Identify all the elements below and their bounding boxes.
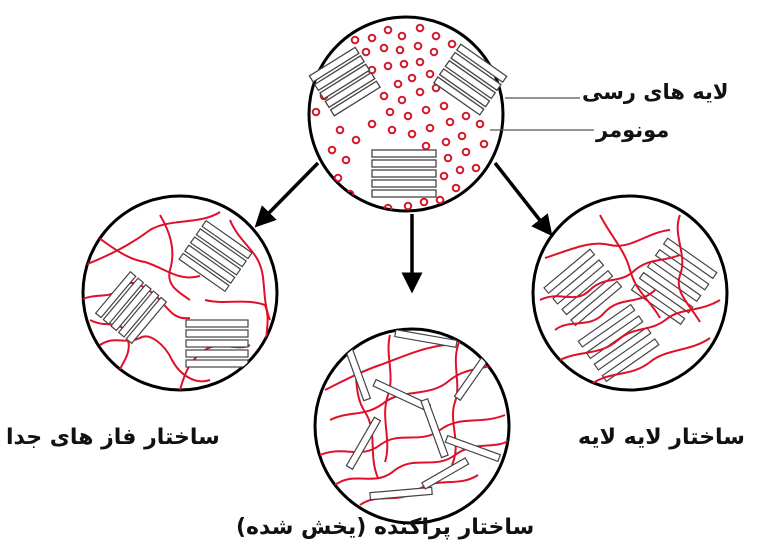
intercalated-label: ساختار لایه لایه	[578, 425, 745, 450]
clay-layers-label: لایه های رسی	[582, 80, 729, 104]
clay-monomer-circle	[309, 17, 507, 211]
clay-stack-top-bottom	[372, 150, 436, 197]
clay-stack-left-3	[186, 320, 248, 367]
phase-separated-label: ساختار فاز های جدا	[6, 425, 220, 450]
intercalated-circle	[533, 196, 727, 390]
exfoliated-circle	[315, 329, 510, 523]
monomer-dot	[363, 205, 370, 212]
arrow-to-phase-separated	[262, 163, 318, 220]
arrow-to-intercalated	[495, 163, 546, 228]
exfoliated-label: ساختار پراکنده (یخش شده)	[236, 515, 534, 540]
phase-separated-circle	[80, 196, 277, 390]
monomer-label: مونومر	[596, 118, 669, 142]
